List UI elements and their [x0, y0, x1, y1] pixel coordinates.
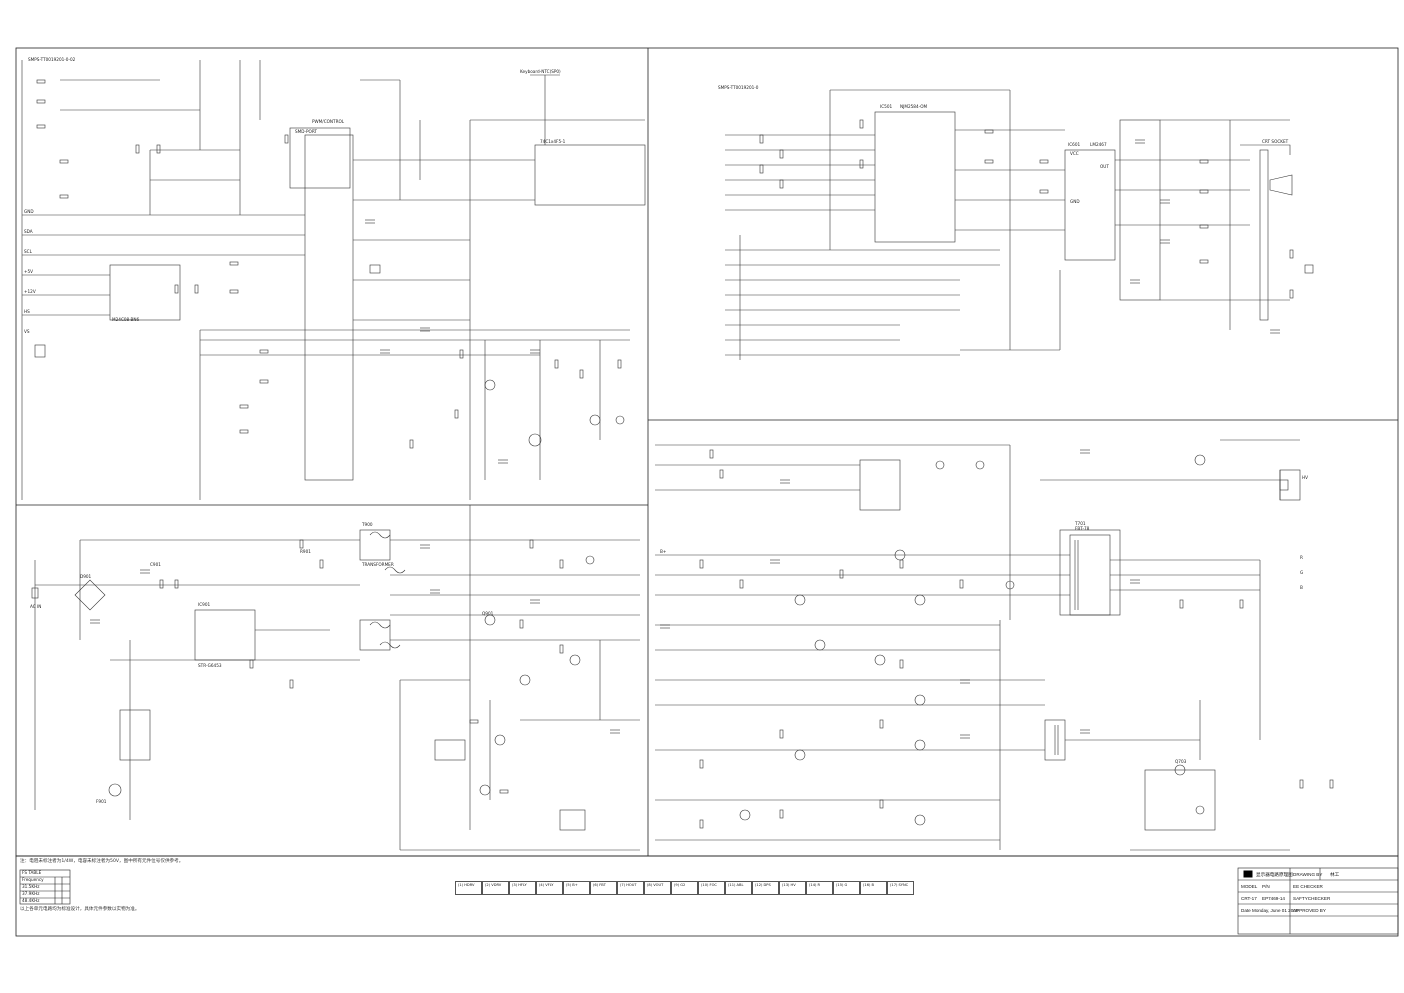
amp-part-label: NJM2584-OM	[900, 104, 928, 109]
mcu-ref-label: PWM/CONTROL	[312, 119, 345, 124]
waveform-box: (13) HV	[779, 881, 806, 895]
osd-part-label: SMD-PORT	[295, 129, 317, 134]
waveform-box: (7) HOUT	[617, 881, 644, 895]
flyback-ref-label: T701	[1075, 521, 1086, 526]
net-label: AC IN	[30, 604, 42, 609]
net-label: GND	[24, 209, 34, 214]
waveform-box: (11) ABL	[725, 881, 752, 895]
waveform-box: (2) VDRV	[482, 881, 509, 895]
flyback-part-label: FBT-78	[1075, 526, 1090, 531]
video-section	[725, 89, 1290, 360]
net-label: B+	[660, 549, 667, 554]
eeprom-part-label: M24C08-BN6	[112, 317, 140, 322]
net-label: OUT	[1100, 164, 1109, 169]
model-value: CRT-17	[1241, 896, 1257, 901]
date-label: Date	[1241, 908, 1251, 913]
vid-ref-label: IC601	[1068, 142, 1081, 147]
power-components	[31, 531, 620, 797]
waveform-box: (5) B+	[563, 881, 590, 895]
tl-title: SMPS-TT0019201-0-02	[28, 57, 76, 62]
pwm-ref-label: IC901	[198, 602, 211, 607]
logo-mark	[1243, 870, 1253, 878]
waveform-box: (6) FBT	[590, 881, 617, 895]
waveform-box: (1) HDRV	[455, 881, 482, 895]
net-label: G	[1300, 570, 1304, 575]
horiz-out-label: Q703	[1175, 759, 1187, 764]
pn-label: P/N	[1262, 884, 1270, 889]
net-label: SDA	[24, 229, 33, 234]
tr-title: SMPS-TT0019201-0	[718, 85, 759, 90]
amp-ref-label: IC501	[880, 104, 893, 109]
note-line-2: 以上各单元电路均为标准设计，具体元件参数以实物为准。	[20, 907, 140, 912]
freq-row: Frequency	[22, 877, 44, 882]
hv-ref-label: T900	[362, 522, 373, 527]
power-section	[34, 505, 640, 851]
net-label: VCC	[1070, 151, 1079, 156]
waveform-box: (15) G	[833, 881, 860, 895]
control-components	[34, 79, 625, 464]
waveform-box: (16) B	[860, 881, 887, 895]
waveform-box: (8) VOUT	[644, 881, 671, 895]
crt-socket-label: CRT SOCKET	[1262, 139, 1289, 144]
waveform-box: (17) SYNC	[887, 881, 914, 895]
net-label: GND	[1070, 199, 1080, 204]
net-label: R901	[300, 549, 311, 554]
connector-top-label: Keyboard-NTC(SP0)	[520, 69, 561, 74]
sheet-frame	[15, 47, 1399, 937]
note-line-1: 注：电阻未标注者为1/4W，电容未标注者为50V，图中所有元件位号仅供参考。	[20, 859, 184, 864]
title-block-grid	[19, 867, 1399, 935]
part-no: EP7469-14	[1262, 896, 1285, 901]
drawn-by-label: DRAWING BY	[1293, 872, 1323, 877]
freq-row: 31.5KHz	[22, 884, 40, 889]
pwm-part-label: STR-G6453	[198, 663, 222, 668]
vid-part-label: LM2467	[1090, 142, 1107, 147]
date-value: Monday, June 01 2009	[1252, 908, 1299, 913]
company-name: 显示器电路原理图	[1256, 872, 1293, 877]
deflection-components	[660, 449, 1334, 829]
net-label: D901	[80, 574, 92, 579]
mcu-part-label: 74C1x4F5-1	[540, 139, 566, 144]
freq-table-title: FS TABLE	[22, 870, 42, 875]
net-label: Q901	[482, 611, 494, 616]
net-label: HV	[1302, 475, 1309, 480]
checked-label: EE CHECKER	[1293, 884, 1323, 889]
net-label: VS	[24, 329, 30, 334]
waveform-box: (3) HFLY	[509, 881, 536, 895]
net-label: C901	[150, 562, 161, 567]
drawn-by-value: 林工	[1330, 872, 1340, 877]
approved-label: APPROVED BY	[1293, 908, 1326, 913]
video-components	[759, 119, 1314, 334]
safety-label: SAFTYCHECKER	[1293, 896, 1331, 901]
net-label: F901	[96, 799, 107, 804]
net-label: R	[1300, 555, 1303, 560]
net-label: HS	[24, 309, 30, 314]
waveform-box: (10) FOC	[698, 881, 725, 895]
net-label: +5V	[24, 269, 34, 274]
control-section	[21, 60, 646, 500]
net-label: B	[1300, 585, 1303, 590]
waveform-box: (14) R	[806, 881, 833, 895]
waveform-box: (12) DPS	[752, 881, 779, 895]
deflection-section	[655, 439, 1300, 851]
hv-part-label: TRANSFORMER	[362, 562, 394, 567]
net-label: +12V	[24, 289, 36, 294]
model-label: MODEL	[1241, 884, 1258, 889]
freq-row: 37.9KHz	[22, 891, 40, 896]
net-label: SCL	[24, 249, 32, 254]
waveform-box: (4) VFLY	[536, 881, 563, 895]
waveform-box: (9) G2	[671, 881, 698, 895]
freq-row: 48.4KHz	[22, 898, 40, 903]
